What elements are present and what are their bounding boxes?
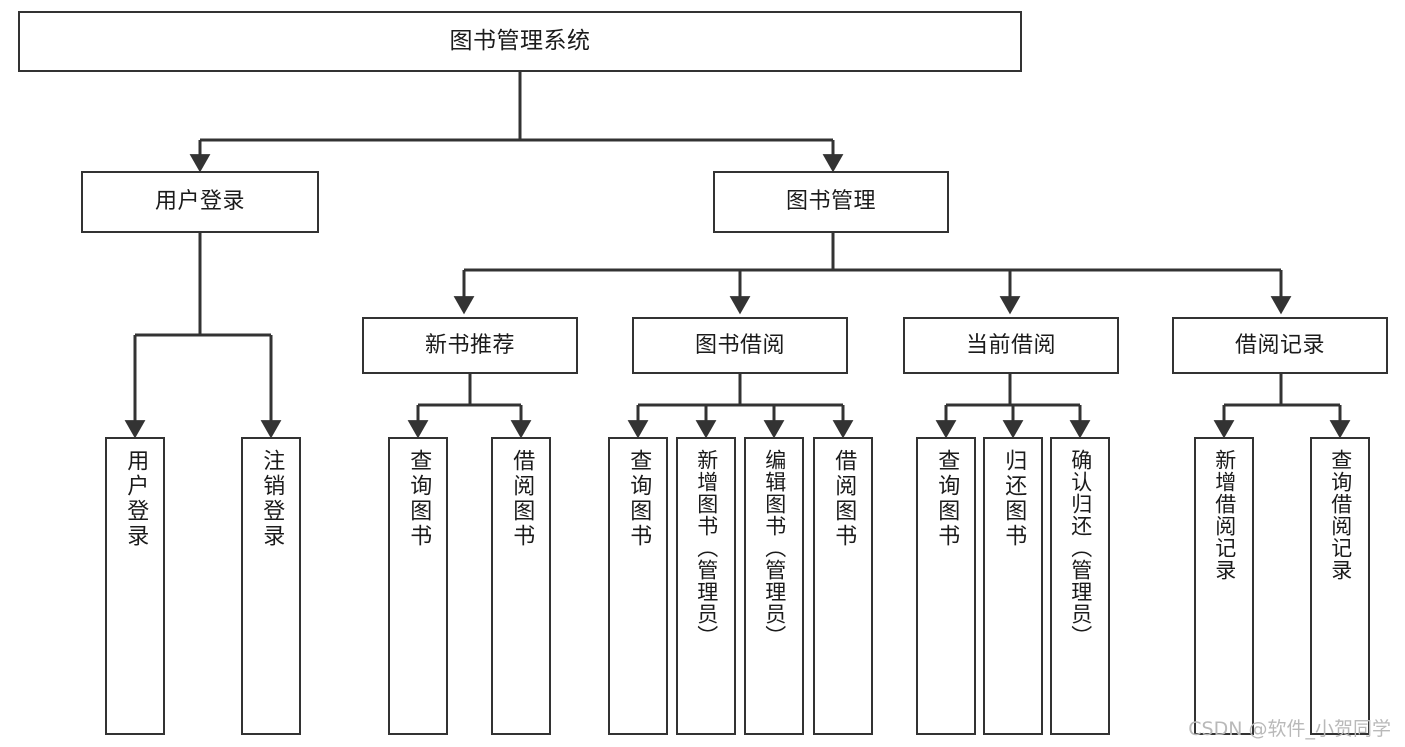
node-label: 借阅图书 [509,449,535,549]
node-label: 图书管理系统 [449,28,591,55]
node-book-management[interactable]: 图书管理 [713,171,949,233]
node-label: 归还图书 [1001,449,1027,549]
leaf-query-book-recommend[interactable]: 查询图书 [388,437,448,735]
node-label: 图书借阅 [694,332,785,358]
node-label: 当前借阅 [965,332,1056,358]
node-label: 编辑图书（管理员） [762,449,787,647]
node-label: 查询图书 [934,449,960,549]
node-label: 借阅记录 [1234,332,1325,358]
node-label: 图书管理 [785,189,876,215]
node-label: 新增图书（管理员） [694,449,719,647]
node-label: 确认归还（管理员） [1068,449,1093,647]
node-label: 用户登录 [123,449,149,549]
leaf-query-borrow-record[interactable]: 查询借阅记录 [1310,437,1370,735]
node-label: 新书推荐 [424,332,515,358]
leaf-borrow-book-recommend[interactable]: 借阅图书 [491,437,551,735]
leaf-add-book-admin[interactable]: 新增图书（管理员） [676,437,736,735]
leaf-return-book[interactable]: 归还图书 [983,437,1043,735]
leaf-borrow-book[interactable]: 借阅图书 [813,437,873,735]
node-label: 注销登录 [259,449,285,549]
node-label: 查询借阅记录 [1328,449,1353,581]
node-book-borrow[interactable]: 图书借阅 [632,317,848,374]
watermark: CSDN @软件_小贺同学 [1188,718,1391,740]
node-borrow-record[interactable]: 借阅记录 [1172,317,1388,374]
node-new-book-recommend[interactable]: 新书推荐 [362,317,578,374]
leaf-query-book-borrow[interactable]: 查询图书 [608,437,668,735]
leaf-edit-book-admin[interactable]: 编辑图书（管理员） [744,437,804,735]
leaf-logout[interactable]: 注销登录 [241,437,301,735]
leaf-user-login[interactable]: 用户登录 [105,437,165,735]
node-label: 查询图书 [406,449,432,549]
node-user-login[interactable]: 用户登录 [81,171,319,233]
leaf-add-borrow-record[interactable]: 新增借阅记录 [1194,437,1254,735]
node-label: 查询图书 [626,449,652,549]
node-label: 新增借阅记录 [1212,449,1237,581]
node-current-borrow[interactable]: 当前借阅 [903,317,1119,374]
node-label: 用户登录 [154,189,245,215]
leaf-query-book-current[interactable]: 查询图书 [916,437,976,735]
node-label: 借阅图书 [831,449,857,549]
node-root-system[interactable]: 图书管理系统 [18,11,1022,72]
leaf-confirm-return-admin[interactable]: 确认归还（管理员） [1050,437,1110,735]
